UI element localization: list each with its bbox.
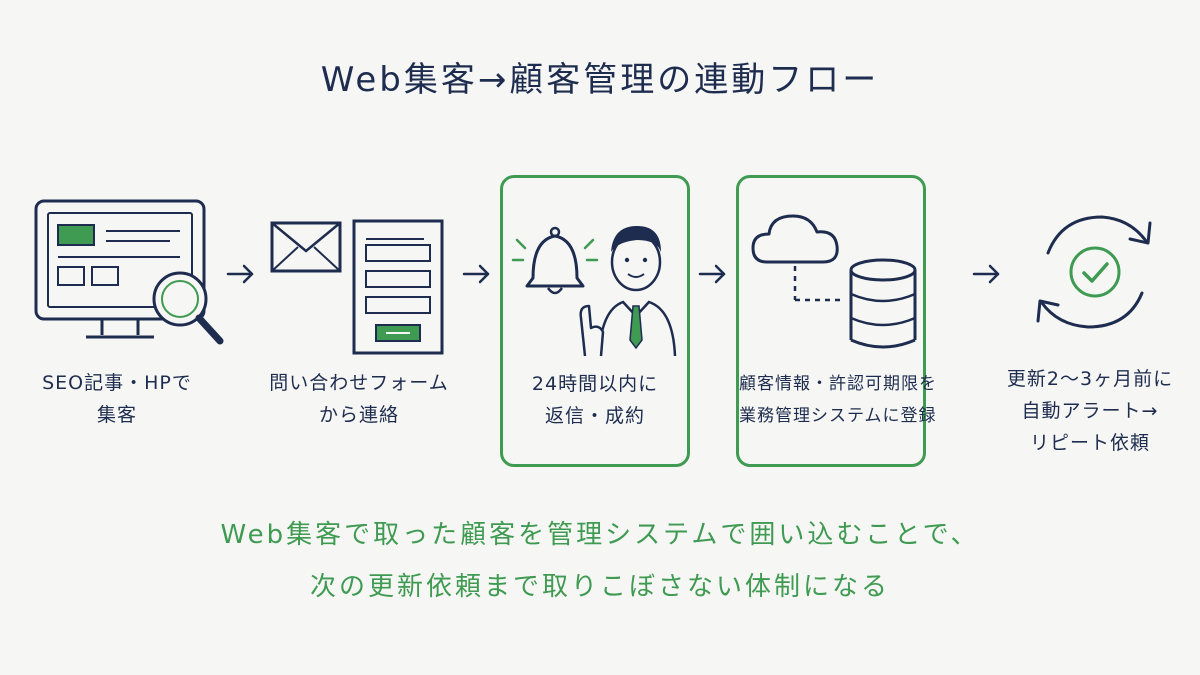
step-inquiry-form: 問い合わせフォーム から連絡 [264,175,454,467]
step-label-line: リピート依頼 [1029,432,1150,454]
refresh-check-icon [1036,215,1152,329]
cloud-database-icon [751,214,917,349]
summary-line: Web集客で取った顧客を管理システムで囲い込むことで、 [220,520,980,550]
step-register-system: 顧客情報・許認可期限を 業務管理システムに登録 [736,175,937,467]
arrow-right-icon [462,264,490,284]
step-label-line: 自動アラート→ [1021,400,1159,422]
monitor-magnifier-icon [34,199,224,345]
arrow-right-icon [226,264,254,284]
step-reply-contract: 24時間以内に 返信・成約 [500,175,690,467]
step-label-line: 返信・成約 [544,405,645,427]
step-label-line: 顧客情報・許認可期限を [739,374,937,394]
step-label-line: 集客 [96,404,137,426]
step-label-line: SEO記事・HPで [42,372,192,394]
step-label-line: 24時間以内に [531,373,659,395]
step-auto-alert-repeat: 更新2～3ヶ月前に 自動アラート→ リピート依頼 [1000,175,1180,467]
bell-businessman-icon [511,226,677,357]
envelope-form-icon [270,219,444,355]
step-label-line: 更新2～3ヶ月前に [1006,368,1174,390]
summary-line: 次の更新依頼まで取りこぼさない体制になる [309,572,890,602]
step-label-line: から連絡 [318,404,399,426]
step-label-line: 問い合わせフォーム [269,372,449,394]
arrow-right-icon [698,264,726,284]
step-seo-acquisition: SEO記事・HPで 集客 [22,175,224,467]
arrow-right-icon [972,264,1000,284]
step-label-line: 業務管理システムに登録 [739,406,937,426]
diagram-title: Web集客→顧客管理の連動フロー [320,60,880,100]
